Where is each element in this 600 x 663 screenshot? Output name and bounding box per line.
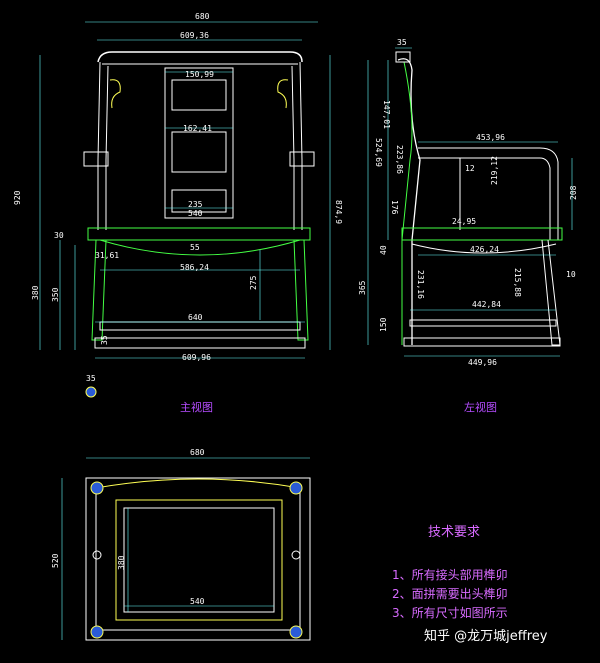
front-view bbox=[39, 21, 331, 359]
plan-markers bbox=[90, 481, 303, 639]
dim-seat-apron: 55 bbox=[190, 243, 200, 252]
front-dimensions: 680 609,36 150,99 162,41 920 874,9 235 5… bbox=[13, 12, 343, 383]
dim-540: 540 bbox=[188, 209, 203, 218]
dim-442: 442,84 bbox=[472, 300, 501, 309]
dim-plan-width: 680 bbox=[190, 448, 205, 457]
dim-231: 231,16 bbox=[416, 270, 425, 299]
dim-147: 147,01 bbox=[382, 100, 391, 129]
requirement-item: 1、所有接头部用榫卯 bbox=[392, 567, 508, 582]
technical-requirements: 技术要求 1、所有接头部用榫卯 2、面拼需要出头榫卯 3、所有尺寸如图所示 bbox=[392, 525, 508, 620]
left-view-label: 左视图 bbox=[464, 400, 497, 414]
dim-side-top: 35 bbox=[397, 38, 407, 47]
dim-219: 219,12 bbox=[490, 156, 499, 185]
dim-215: 215,88 bbox=[513, 268, 522, 297]
dim-426: 426,24 bbox=[470, 245, 499, 254]
dim-380: 380 bbox=[31, 285, 40, 300]
dim-208: 208 bbox=[569, 185, 578, 200]
left-dimensions: 35 147,01 524,69 223,86 176 453,96 12 21… bbox=[358, 38, 578, 367]
front-view-label: 主视图 bbox=[180, 400, 213, 414]
dim-plan-inner-depth: 380 bbox=[117, 555, 126, 570]
dim-12: 12 bbox=[465, 164, 475, 173]
dim-365: 365 bbox=[358, 280, 367, 295]
left-view bbox=[367, 47, 573, 357]
dim-seat-thick: 30 bbox=[54, 231, 64, 240]
dim-top-width: 609,36 bbox=[180, 31, 209, 40]
post-marker-icon bbox=[289, 481, 303, 495]
dim-350: 350 bbox=[51, 287, 60, 302]
dim-splat: 162,41 bbox=[183, 124, 212, 133]
plan-dimensions: 680 520 380 540 bbox=[51, 448, 205, 606]
dim-150: 150 bbox=[379, 317, 388, 332]
dim-586: 586,24 bbox=[180, 263, 209, 272]
dim-plan-inner-width: 540 bbox=[190, 597, 205, 606]
dim-side-height: 874,9 bbox=[334, 200, 343, 224]
requirements-title: 技术要求 bbox=[428, 525, 480, 540]
post-marker-icon bbox=[90, 625, 104, 639]
dim-35: 35 bbox=[100, 335, 109, 345]
dim-235: 235 bbox=[188, 200, 203, 209]
dim-bottom-width: 609,96 bbox=[182, 353, 211, 362]
foot-detail-icon bbox=[85, 386, 97, 398]
dim-31: 31,61 bbox=[95, 251, 119, 260]
dim-height: 920 bbox=[13, 190, 22, 205]
dim-crest: 150,99 bbox=[185, 70, 214, 79]
dim-524: 524,69 bbox=[374, 138, 383, 167]
dim-plan-depth: 520 bbox=[51, 553, 60, 568]
dim-24: 24,95 bbox=[452, 217, 476, 226]
requirement-item: 2、面拼需要出头榫卯 bbox=[392, 586, 508, 601]
dim-foot: 35 bbox=[86, 374, 96, 383]
dim-176: 176 bbox=[390, 200, 399, 215]
dim-arm: 453,96 bbox=[476, 133, 505, 142]
dim-275: 275 bbox=[249, 275, 258, 290]
watermark: 知乎 @龙万城jeffrey bbox=[424, 628, 548, 644]
dim-223: 223,86 bbox=[395, 145, 404, 174]
dim-640: 640 bbox=[188, 313, 203, 322]
leg-marker-icon bbox=[291, 550, 301, 560]
post-marker-icon bbox=[90, 481, 104, 495]
dim-40: 40 bbox=[379, 245, 388, 255]
post-marker-icon bbox=[289, 625, 303, 639]
dim-side-bottom: 449,96 bbox=[468, 358, 497, 367]
dim-10: 10 bbox=[566, 270, 576, 279]
requirement-item: 3、所有尺寸如图所示 bbox=[392, 605, 508, 620]
dim-total-width: 680 bbox=[195, 12, 210, 21]
leg-marker-icon bbox=[92, 550, 102, 560]
